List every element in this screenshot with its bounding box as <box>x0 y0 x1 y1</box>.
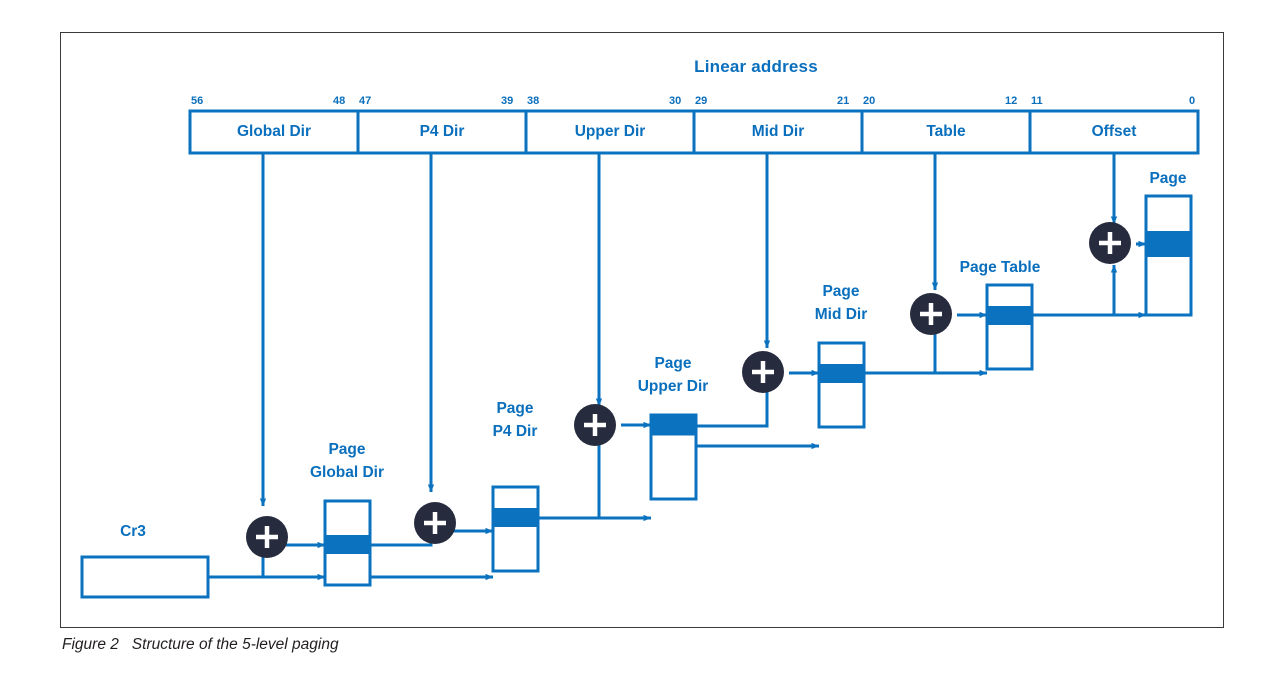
bit-label-12: 12 <box>1005 95 1018 107</box>
figure-caption-text: Structure of the 5-level paging <box>131 636 339 653</box>
figure-caption-gap <box>119 636 132 653</box>
page-p4-dir-label-line1: Page <box>496 400 534 417</box>
page-global-dir-label-line2: Global Dir <box>309 464 385 481</box>
page-label: Page <box>1149 170 1187 187</box>
address-field-offset[interactable]: Offset <box>1091 123 1137 140</box>
cr3-label: Cr3 <box>120 523 146 540</box>
address-field-mid-dir[interactable]: Mid Dir <box>751 123 805 140</box>
linear-address-title: Linear address <box>694 57 818 76</box>
bit-label-11: 11 <box>1031 95 1043 107</box>
page-table-label: Page Table <box>959 259 1041 276</box>
figure-caption-number: Figure 2 <box>62 636 119 653</box>
figure-frame <box>60 32 1224 628</box>
bit-label-56: 56 <box>191 95 204 107</box>
page-upper-dir-label-line1: Page <box>654 355 692 372</box>
address-field-global-dir[interactable]: Global Dir <box>236 123 312 140</box>
bit-label-0: 0 <box>1189 95 1196 107</box>
page-global-dir-label-line1: Page <box>328 441 366 458</box>
address-field-table[interactable]: Table <box>926 123 966 140</box>
figure-caption: Figure 2 Structure of the 5-level paging <box>62 636 339 654</box>
bit-label-29: 29 <box>695 95 708 107</box>
bit-label-39: 39 <box>501 95 514 107</box>
bit-label-20: 20 <box>863 95 876 107</box>
address-field-upper-dir[interactable]: Upper Dir <box>574 123 646 140</box>
page-mid-dir-label-line1: Page <box>822 283 860 300</box>
page-upper-dir-label-line2: Upper Dir <box>637 378 709 395</box>
bit-label-38: 38 <box>527 95 540 107</box>
page-p4-dir-label-line2: P4 Dir <box>492 423 538 440</box>
bit-label-21: 21 <box>837 95 850 107</box>
page-mid-dir-label-line2: Mid Dir <box>814 306 868 323</box>
bit-label-30: 30 <box>669 95 682 107</box>
bit-label-47: 47 <box>359 95 372 107</box>
bit-label-48: 48 <box>333 95 346 107</box>
address-field-p4-dir[interactable]: P4 Dir <box>419 123 465 140</box>
